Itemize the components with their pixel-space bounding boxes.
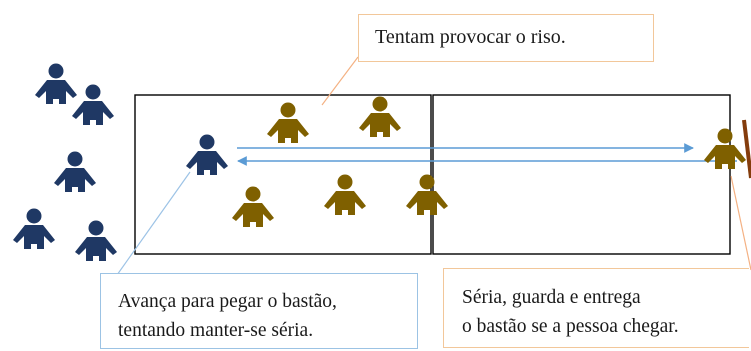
connector-right <box>730 175 751 271</box>
callout-serious-guard: Séria, guarda e entrega o bastão se a pe… <box>443 268 749 348</box>
person-icon <box>13 208 55 249</box>
person-icon <box>324 174 366 215</box>
person-icon <box>186 134 228 175</box>
person-icon <box>704 128 746 169</box>
callout-left-line-2: tentando manter-se séria. <box>118 320 314 341</box>
person-icon <box>35 63 77 104</box>
connector-left <box>116 171 191 276</box>
person-icon <box>232 186 274 227</box>
person-icon <box>54 151 96 192</box>
field-right-half <box>432 94 731 255</box>
person-icon <box>267 102 309 143</box>
baton <box>742 119 751 179</box>
callout-left-line-1: Avança para pegar o bastão, <box>118 291 337 312</box>
person-icon <box>359 96 401 137</box>
callout-right-line-1: Séria, guarda e entrega <box>462 287 641 308</box>
callout-advance: Avança para pegar o bastão, tentando man… <box>100 273 418 349</box>
field-left-half <box>134 94 432 255</box>
callout-top-text: Tentam provocar o riso. <box>375 26 566 48</box>
connector-top <box>321 56 359 106</box>
callout-right-line-2: o bastão se a pessoa chegar. <box>462 316 679 337</box>
person-icon <box>406 174 448 215</box>
person-icon <box>72 84 114 125</box>
callout-provoke-laughter: Tentam provocar o riso. <box>358 14 654 62</box>
person-icon <box>75 220 117 261</box>
